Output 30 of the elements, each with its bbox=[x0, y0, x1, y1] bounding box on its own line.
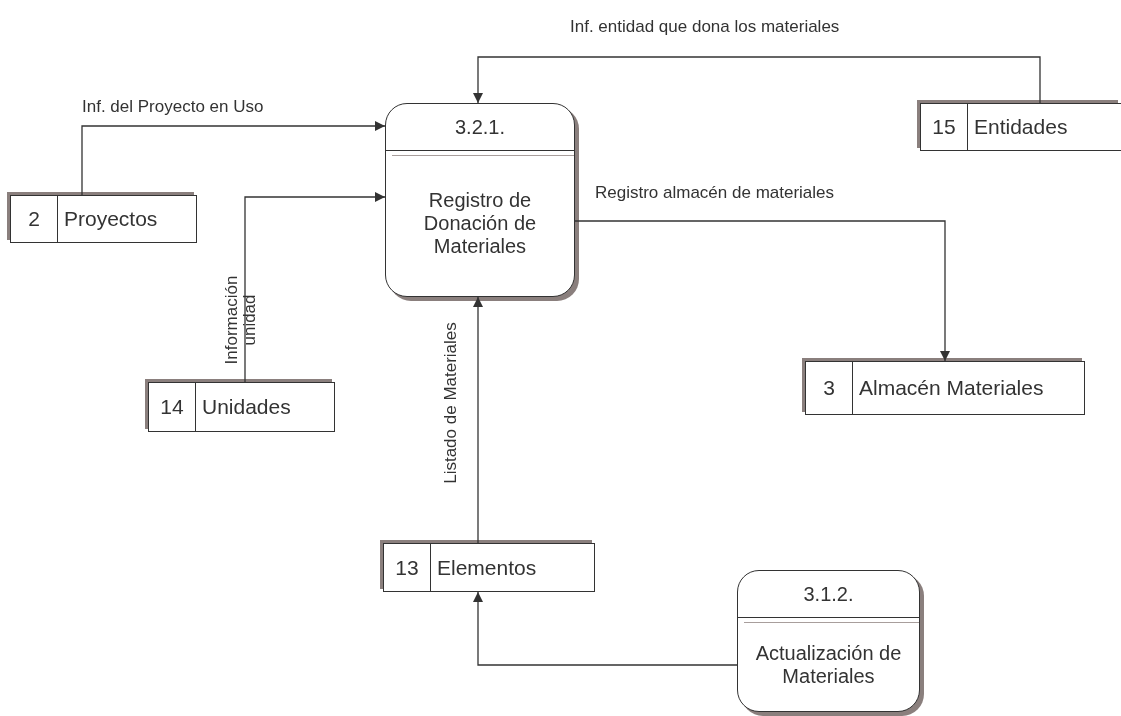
data-store bbox=[805, 361, 1085, 415]
store-name: Proyectos bbox=[64, 207, 158, 231]
edge-label: Inf. del Proyecto en Uso bbox=[80, 98, 266, 116]
store-name: Entidades bbox=[974, 115, 1068, 139]
arrow bbox=[574, 220, 950, 362]
edge-label: Información unidad bbox=[223, 274, 259, 367]
store-number: 14 bbox=[160, 395, 184, 419]
process-name: Actualización de Materiales bbox=[754, 641, 903, 688]
arrow bbox=[473, 56, 1041, 104]
store-number: 3 bbox=[823, 376, 835, 400]
data-store bbox=[10, 195, 197, 243]
process-number: 3.1.2. bbox=[803, 582, 854, 606]
store-number: 15 bbox=[932, 115, 956, 139]
store-name: Unidades bbox=[202, 395, 291, 419]
data-store bbox=[383, 543, 595, 592]
edge-label: Listado de Materiales bbox=[442, 321, 460, 486]
arrow bbox=[244, 192, 386, 383]
store-number: 2 bbox=[28, 207, 40, 231]
edge-label: Registro almacén de materiales bbox=[593, 184, 837, 202]
arrow bbox=[81, 121, 386, 196]
arrow bbox=[473, 296, 483, 544]
store-number: 13 bbox=[395, 555, 419, 580]
store-name: Almacén Materiales bbox=[859, 376, 1044, 400]
store-name: Elementos bbox=[437, 555, 537, 580]
process-name: Registro de Donación de Materiales bbox=[422, 189, 538, 258]
edge-label: Inf. entidad que dona los materiales bbox=[568, 18, 842, 36]
process-number: 3.2.1. bbox=[454, 115, 505, 139]
arrow bbox=[473, 591, 738, 666]
data-store bbox=[148, 382, 335, 432]
data-store bbox=[920, 103, 1121, 151]
